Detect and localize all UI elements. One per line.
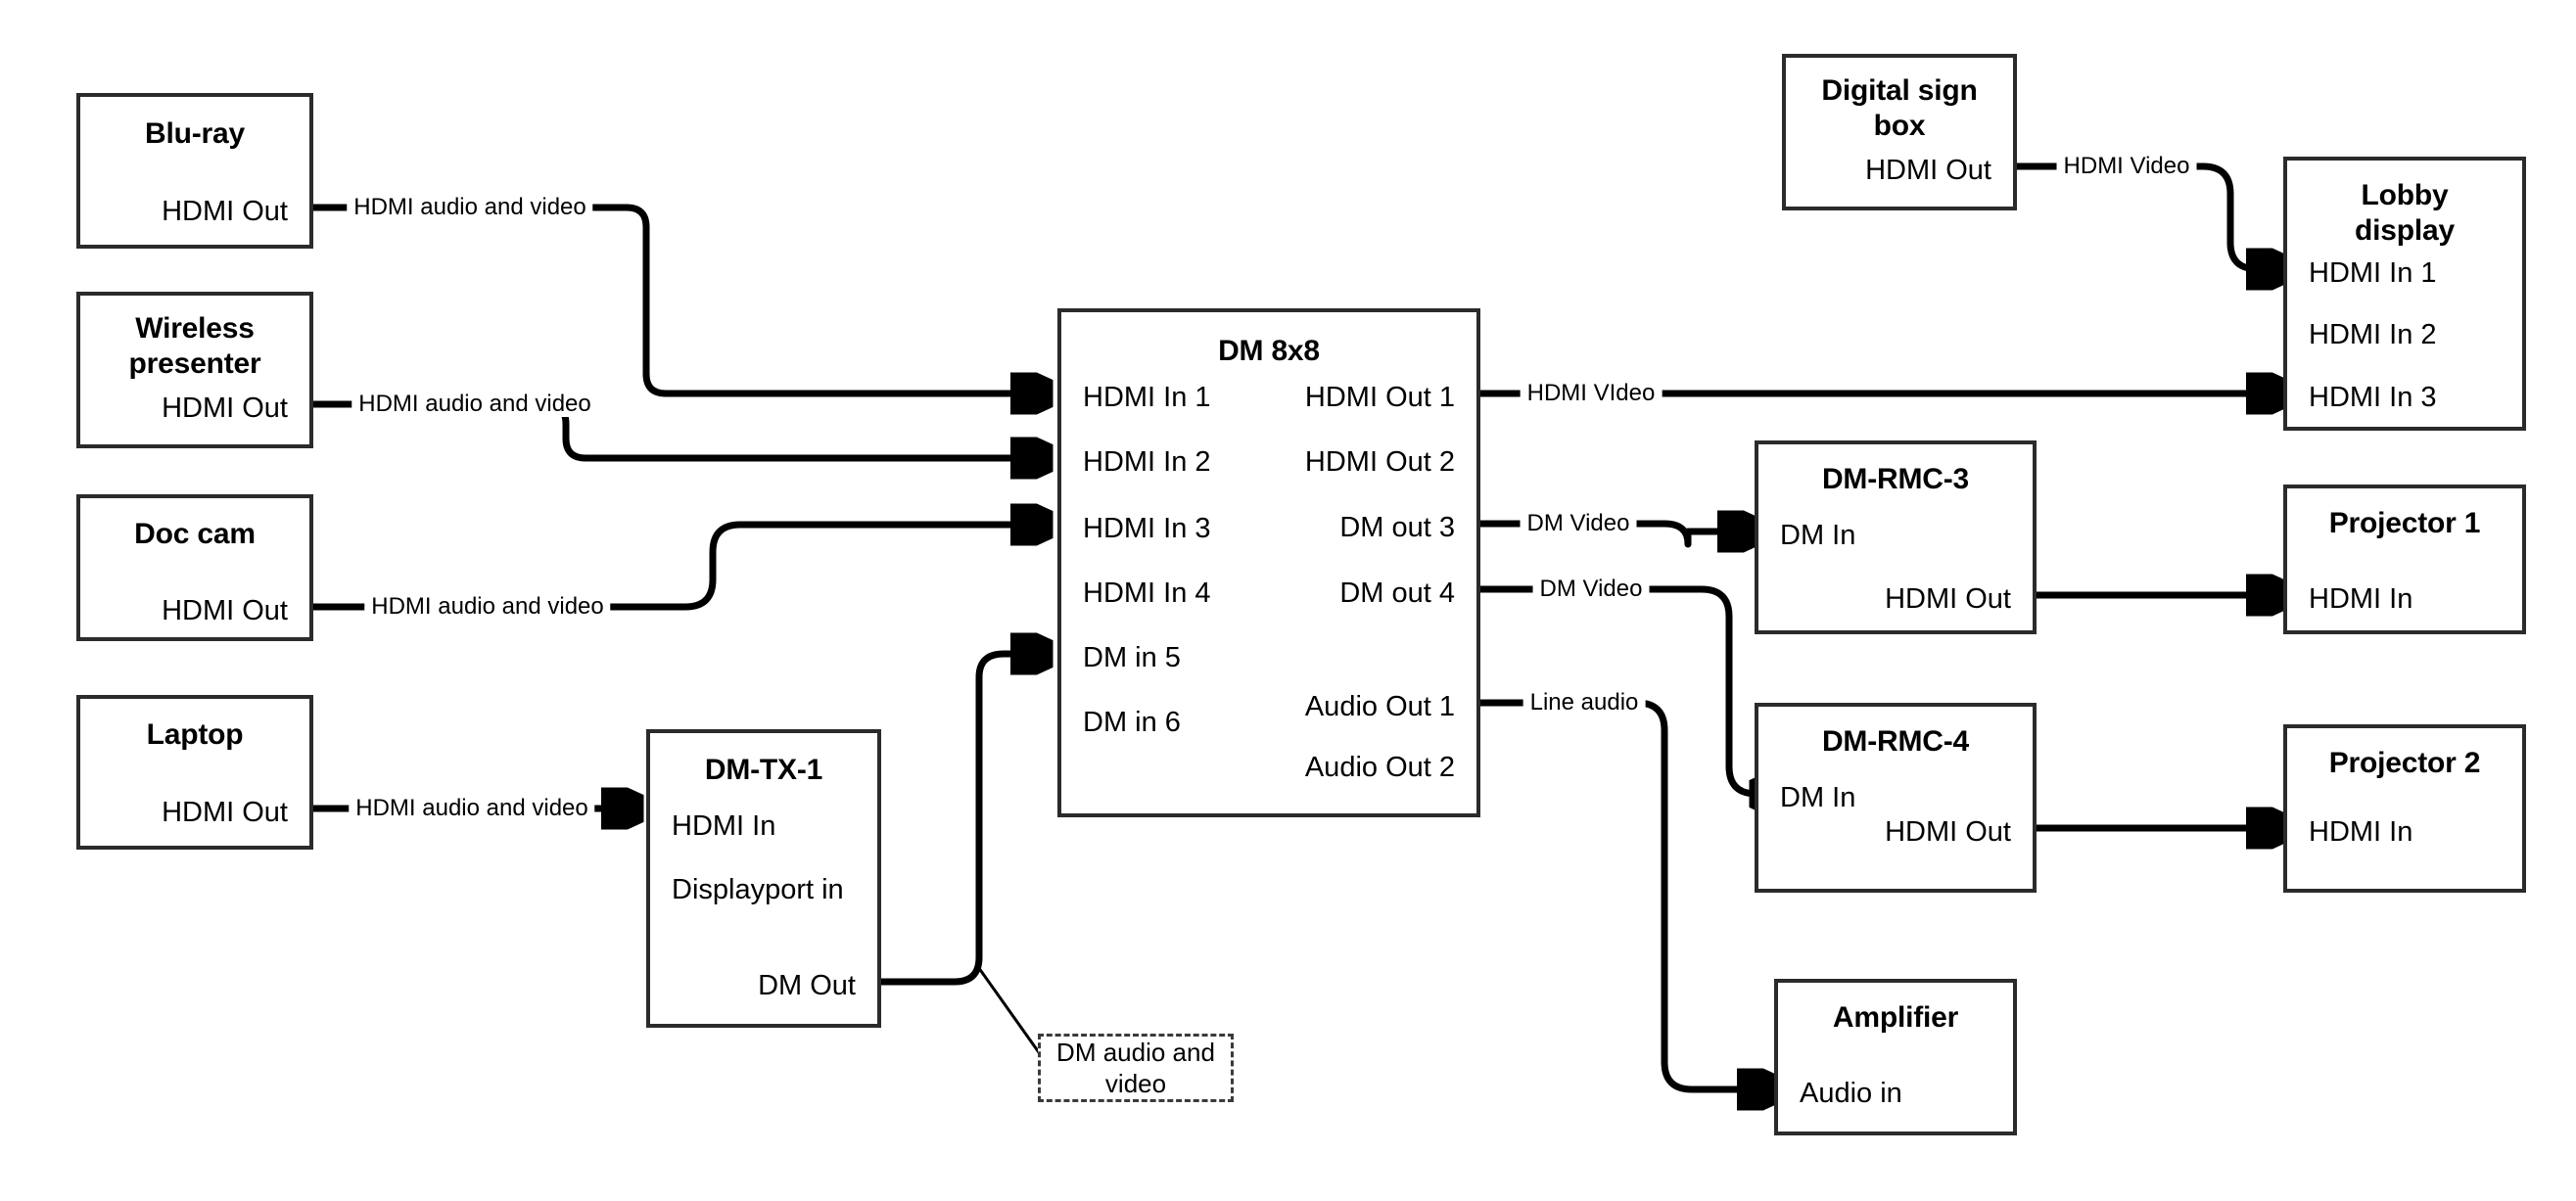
node-bluray[interactable]: Blu-ray HDMI Out — [76, 93, 313, 249]
node-digital-sign-box[interactable]: Digital sign box HDMI Out — [1782, 54, 2017, 210]
port-dm-rmc-4-dm-in[interactable]: DM In — [1780, 782, 1856, 813]
port-dm-8x8-hdmi-in-2[interactable]: HDMI In 2 — [1083, 446, 1211, 478]
port-dm-rmc-3-hdmi-out[interactable]: HDMI Out — [1885, 583, 2011, 615]
node-digital-sign-box-title-line2: box — [1873, 110, 1926, 142]
port-lobby-display-hdmi-in-1[interactable]: HDMI In 1 — [2309, 257, 2437, 289]
port-laptop-hdmi-out[interactable]: HDMI Out — [162, 797, 288, 828]
port-digital-sign-box-hdmi-out[interactable]: HDMI Out — [1865, 155, 1991, 186]
edge-label-dm8x8-hdmi-out-1: HDMI VIdeo — [1520, 381, 1663, 406]
node-dm-rmc-3-title: DM-RMC-3 — [1821, 463, 1970, 495]
port-dm-8x8-audio-out-2[interactable]: Audio Out 2 — [1304, 752, 1455, 783]
node-lobby-display-title-line2: display — [2355, 214, 2455, 247]
port-dm-tx-1-hdmi-in[interactable]: HDMI In — [672, 810, 776, 842]
port-dm-8x8-hdmi-in-1[interactable]: HDMI In 1 — [1083, 382, 1211, 413]
node-amplifier-title: Amplifier — [1832, 1001, 1959, 1034]
node-doc-cam-title: Doc cam — [134, 518, 256, 550]
port-lobby-display-hdmi-in-3[interactable]: HDMI In 3 — [2309, 382, 2437, 413]
node-dm-tx-1[interactable]: DM-TX-1 HDMI In Displayport in DM Out — [646, 729, 881, 1028]
wire-dm8x8-audio-out-1-to-amplifier-audio-in — [1480, 699, 1774, 1089]
port-dm-rmc-3-dm-in[interactable]: DM In — [1780, 520, 1856, 551]
edge-label-digitalsign-to-lobby: HDMI Video — [2056, 154, 2197, 179]
edge-label-wireless-to-dm8x8: HDMI audio and video — [351, 392, 598, 417]
node-dm-rmc-3[interactable]: DM-RMC-3 DM In HDMI Out — [1755, 440, 2037, 634]
node-lobby-display[interactable]: Lobby display HDMI In 1 HDMI In 2 HDMI I… — [2283, 157, 2526, 431]
node-dm-8x8-title: DM 8x8 — [1218, 335, 1320, 367]
node-amplifier[interactable]: Amplifier Audio in — [1774, 979, 2017, 1135]
edge-label-doccam-to-dm8x8: HDMI audio and video — [364, 594, 611, 620]
port-lobby-display-hdmi-in-2[interactable]: HDMI In 2 — [2309, 319, 2437, 350]
node-digital-sign-box-title-line1: Digital sign — [1821, 74, 1978, 107]
port-doc-cam-hdmi-out[interactable]: HDMI Out — [162, 595, 288, 626]
node-lobby-display-title-line1: Lobby — [2361, 179, 2449, 211]
node-laptop[interactable]: Laptop HDMI Out — [76, 695, 313, 850]
edge-label-dm8x8-dm-out-4: DM Video — [1532, 577, 1650, 602]
port-dm-8x8-hdmi-out-2[interactable]: HDMI Out 2 — [1304, 446, 1455, 478]
port-dm-8x8-dm-out-3[interactable]: DM out 3 — [1339, 512, 1455, 543]
annotation-dm-audio-and-video: DM audio and video — [1038, 1034, 1234, 1102]
node-bluray-title: Blu-ray — [145, 117, 245, 150]
port-dm-8x8-dm-in-5[interactable]: DM in 5 — [1083, 642, 1181, 673]
wire-digitalsign-to-lobby-hdmi-in-1 — [2017, 162, 2283, 269]
node-dm-rmc-4[interactable]: DM-RMC-4 DM In HDMI Out — [1755, 703, 2037, 893]
edge-label-laptop-to-dmtx1: HDMI audio and video — [349, 796, 595, 821]
port-projector-1-hdmi-in[interactable]: HDMI In — [2309, 583, 2413, 615]
port-dm-8x8-hdmi-in-4[interactable]: HDMI In 4 — [1083, 577, 1211, 609]
wire-dmtx1-to-dm8x8-dm-in-5 — [881, 654, 1048, 986]
node-dm-8x8[interactable]: DM 8x8 HDMI In 1 HDMI In 2 HDMI In 3 HDM… — [1057, 308, 1480, 817]
port-amplifier-audio-in[interactable]: Audio in — [1800, 1078, 1902, 1109]
port-dm-tx-1-displayport-in[interactable]: Displayport in — [672, 874, 844, 905]
node-dm-rmc-4-title: DM-RMC-4 — [1821, 725, 1970, 758]
node-doc-cam[interactable]: Doc cam HDMI Out — [76, 494, 313, 641]
port-dm-8x8-hdmi-out-1[interactable]: HDMI Out 1 — [1304, 382, 1455, 413]
port-dm-rmc-4-hdmi-out[interactable]: HDMI Out — [1885, 816, 2011, 848]
node-wireless-presenter-title-line1: Wireless — [135, 312, 255, 345]
node-projector-1-title: Projector 1 — [2328, 507, 2481, 539]
node-wireless-presenter[interactable]: Wireless presenter HDMI Out — [76, 292, 313, 448]
port-wireless-presenter-hdmi-out[interactable]: HDMI Out — [162, 393, 288, 424]
edge-label-bluray-to-dm8x8: HDMI audio and video — [347, 195, 593, 220]
node-projector-2[interactable]: Projector 2 HDMI In — [2283, 724, 2526, 893]
port-dm-8x8-dm-out-4[interactable]: DM out 4 — [1339, 577, 1455, 609]
node-wireless-presenter-title-line2: presenter — [128, 347, 261, 380]
port-dm-8x8-dm-in-6[interactable]: DM in 6 — [1083, 707, 1181, 738]
wire-leader-to-dm-audio-video-note — [974, 963, 1043, 1056]
port-dm-tx-1-dm-out[interactable]: DM Out — [758, 970, 856, 1001]
node-projector-2-title: Projector 2 — [2328, 747, 2481, 779]
wire-bluray-to-dm8x8-hdmi-in-1 — [313, 204, 1048, 393]
node-projector-1[interactable]: Projector 1 HDMI In — [2283, 485, 2526, 634]
node-dm-tx-1-title: DM-TX-1 — [704, 754, 823, 786]
edge-label-dm8x8-audio-out-1: Line audio — [1522, 690, 1646, 716]
port-dm-8x8-hdmi-in-3[interactable]: HDMI In 3 — [1083, 513, 1211, 544]
edge-label-dm8x8-dm-out-3: DM Video — [1520, 511, 1637, 536]
port-bluray-hdmi-out[interactable]: HDMI Out — [162, 196, 288, 227]
node-laptop-title: Laptop — [146, 718, 244, 751]
port-projector-2-hdmi-in[interactable]: HDMI In — [2309, 816, 2413, 848]
port-dm-8x8-audio-out-1[interactable]: Audio Out 1 — [1304, 691, 1455, 722]
